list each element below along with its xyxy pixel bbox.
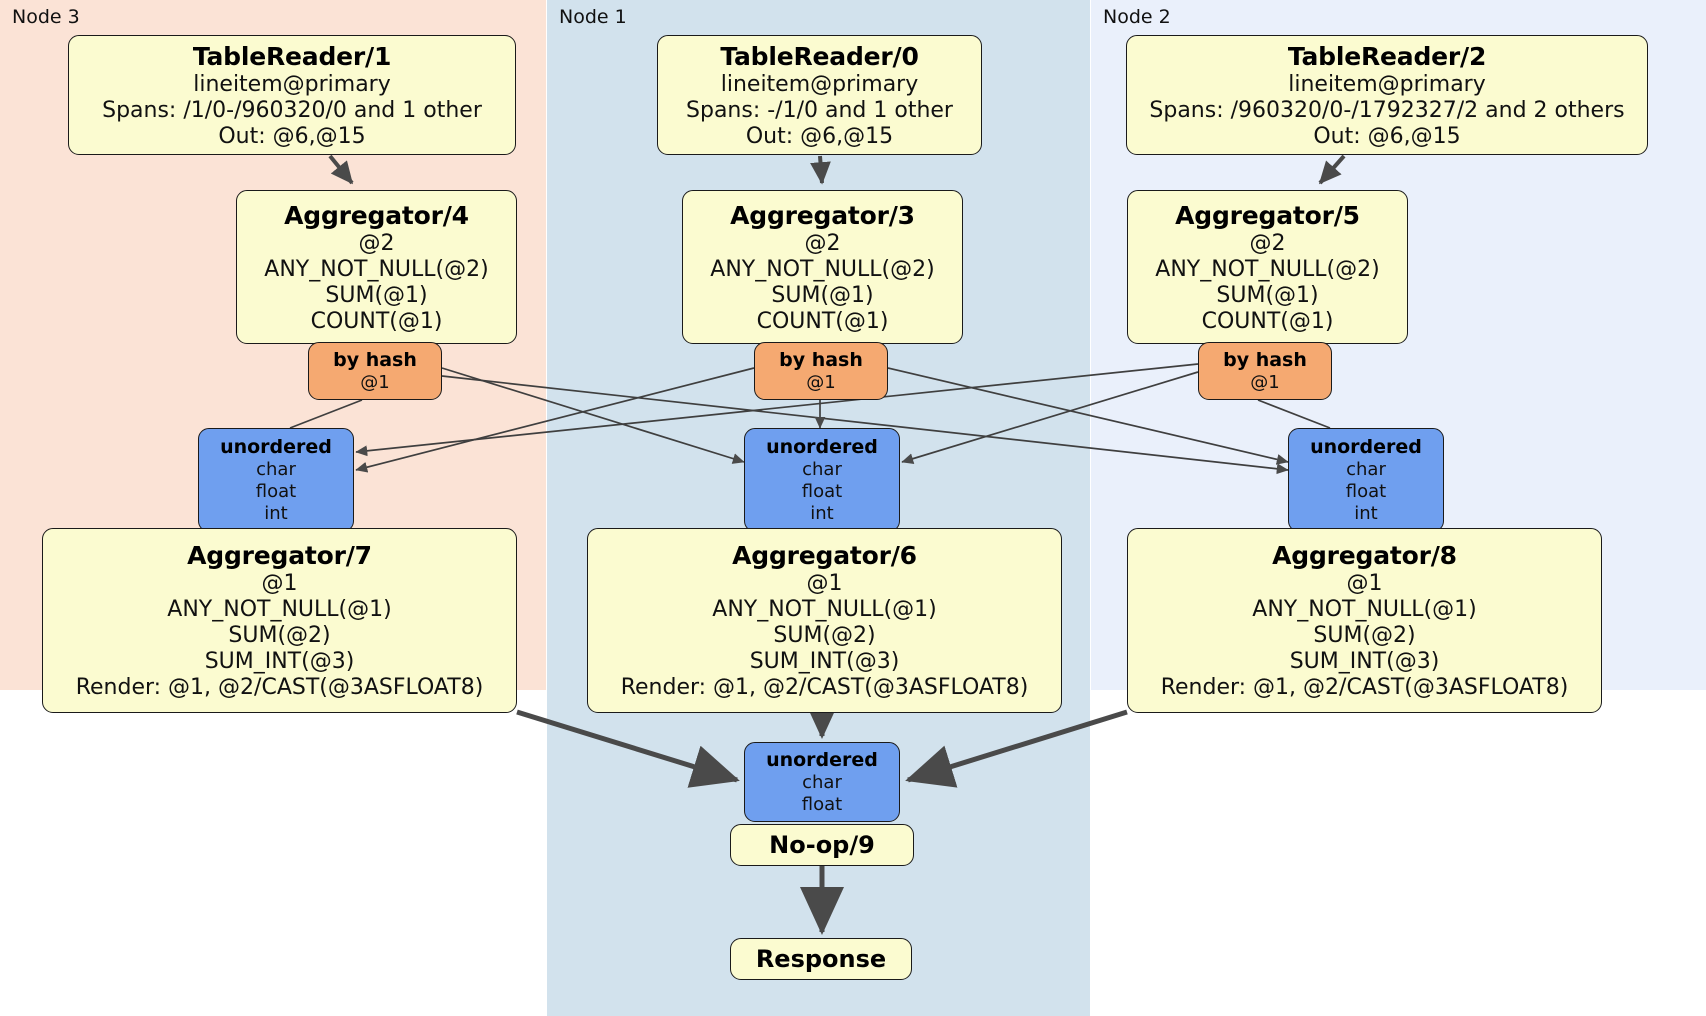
synchronizer-unordered-mid[interactable]: unordered char float int (744, 428, 900, 532)
router-title: by hash (779, 348, 863, 371)
synchronizer-unordered-final[interactable]: unordered char float (744, 742, 900, 822)
synchronizer-line: int (264, 502, 288, 524)
router-line: @1 (360, 371, 390, 393)
synchronizer-line: float (801, 793, 843, 815)
processor-line: Spans: /1/0-/960320/0 and 1 other (102, 97, 482, 123)
node-panel-label-node3: Node 3 (12, 6, 80, 28)
processor-line: Spans: -/1/0 and 1 other (686, 97, 953, 123)
synchronizer-title: unordered (766, 435, 878, 458)
processor-line: SUM_INT(@3) (749, 649, 900, 674)
router-line: @1 (806, 371, 836, 393)
router-by-hash-left[interactable]: by hash @1 (308, 342, 442, 400)
processor-line: @1 (1346, 571, 1383, 596)
synchronizer-title: unordered (766, 748, 878, 771)
processor-line: @2 (358, 230, 395, 256)
router-line: @1 (1250, 371, 1280, 393)
processor-line: Out: @6,@15 (218, 123, 366, 149)
processor-title: TableReader/0 (720, 41, 919, 71)
processor-title: Aggregator/7 (187, 541, 372, 570)
processor-title: TableReader/2 (1287, 41, 1487, 71)
processor-title: TableReader/1 (192, 41, 392, 71)
processor-line: ANY_NOT_NULL(@1) (712, 597, 937, 622)
synchronizer-unordered-left[interactable]: unordered char float int (198, 428, 354, 532)
processor-line: lineitem@primary (720, 71, 919, 97)
synchronizer-unordered-right[interactable]: unordered char float int (1288, 428, 1444, 532)
processor-line: SUM(@2) (773, 623, 876, 648)
processor-aggregator-5[interactable]: Aggregator/5 @2 ANY_NOT_NULL(@2) SUM(@1)… (1127, 190, 1408, 344)
processor-line: Out: @6,@15 (745, 123, 894, 149)
processor-line: @1 (806, 571, 843, 596)
processor-line: @1 (261, 571, 298, 596)
router-by-hash-right[interactable]: by hash @1 (1198, 342, 1332, 400)
synchronizer-title: unordered (220, 435, 332, 458)
processor-line: ANY_NOT_NULL(@1) (1252, 597, 1477, 622)
processor-title: Aggregator/5 (1175, 200, 1360, 230)
node-panel-label-node1: Node 1 (559, 6, 627, 28)
processor-table-reader-0[interactable]: TableReader/0 lineitem@primary Spans: -/… (657, 35, 982, 155)
processor-line: COUNT(@1) (756, 308, 889, 334)
processor-no-op-9[interactable]: No-op/9 (730, 824, 914, 866)
processor-aggregator-3[interactable]: Aggregator/3 @2 ANY_NOT_NULL(@2) SUM(@1)… (682, 190, 963, 344)
processor-line: @2 (1249, 230, 1286, 256)
synchronizer-line: float (255, 480, 297, 502)
processor-title: Aggregator/8 (1272, 541, 1457, 570)
processor-aggregator-8[interactable]: Aggregator/8 @1 ANY_NOT_NULL(@1) SUM(@2)… (1127, 528, 1602, 713)
processor-line: Out: @6,@15 (1313, 123, 1461, 149)
processor-table-reader-2[interactable]: TableReader/2 lineitem@primary Spans: /9… (1126, 35, 1648, 155)
processor-title: Aggregator/4 (284, 200, 469, 230)
router-title: by hash (1223, 348, 1307, 371)
processor-line: SUM_INT(@3) (1289, 649, 1440, 674)
processor-table-reader-1[interactable]: TableReader/1 lineitem@primary Spans: /1… (68, 35, 516, 155)
processor-line: SUM(@1) (1216, 282, 1319, 308)
processor-aggregator-7[interactable]: Aggregator/7 @1 ANY_NOT_NULL(@1) SUM(@2)… (42, 528, 517, 713)
synchronizer-line: char (256, 458, 296, 480)
processor-title: Aggregator/6 (732, 541, 917, 570)
processor-title: Aggregator/3 (730, 200, 915, 230)
synchronizer-line: int (810, 502, 834, 524)
synchronizer-line: float (801, 480, 843, 502)
processor-line: @2 (804, 230, 841, 256)
processor-line: Spans: /960320/0-/1792327/2 and 2 others (1149, 97, 1625, 123)
synchronizer-line: char (1346, 458, 1386, 480)
node-panel-label-node2: Node 2 (1103, 6, 1171, 28)
synchronizer-line: char (802, 458, 842, 480)
processor-line: ANY_NOT_NULL(@2) (264, 256, 489, 282)
processor-line: COUNT(@1) (310, 308, 443, 334)
processor-line: lineitem@primary (1288, 71, 1486, 97)
processor-line: ANY_NOT_NULL(@2) (710, 256, 935, 282)
processor-line: lineitem@primary (193, 71, 391, 97)
processor-line: SUM(@1) (325, 282, 428, 308)
processor-title: No-op/9 (769, 831, 875, 859)
synchronizer-line: int (1354, 502, 1378, 524)
processor-aggregator-6[interactable]: Aggregator/6 @1 ANY_NOT_NULL(@1) SUM(@2)… (587, 528, 1062, 713)
processor-line: SUM(@2) (1313, 623, 1416, 648)
processor-line: SUM_INT(@3) (204, 649, 355, 674)
processor-line: COUNT(@1) (1201, 308, 1334, 334)
synchronizer-line: float (1345, 480, 1387, 502)
processor-aggregator-4[interactable]: Aggregator/4 @2 ANY_NOT_NULL(@2) SUM(@1)… (236, 190, 517, 344)
synchronizer-title: unordered (1310, 435, 1422, 458)
processor-line: ANY_NOT_NULL(@2) (1155, 256, 1380, 282)
processor-line: Render: @1, @2/CAST(@3ASFLOAT8) (1160, 675, 1569, 700)
processor-title: Response (755, 945, 887, 973)
router-by-hash-mid[interactable]: by hash @1 (754, 342, 888, 400)
processor-line: Render: @1, @2/CAST(@3ASFLOAT8) (620, 675, 1029, 700)
processor-line: Render: @1, @2/CAST(@3ASFLOAT8) (75, 675, 484, 700)
processor-line: ANY_NOT_NULL(@1) (167, 597, 392, 622)
synchronizer-line: char (802, 771, 842, 793)
processor-line: SUM(@1) (771, 282, 874, 308)
router-title: by hash (333, 348, 417, 371)
processor-line: SUM(@2) (228, 623, 331, 648)
processor-response[interactable]: Response (730, 938, 912, 980)
